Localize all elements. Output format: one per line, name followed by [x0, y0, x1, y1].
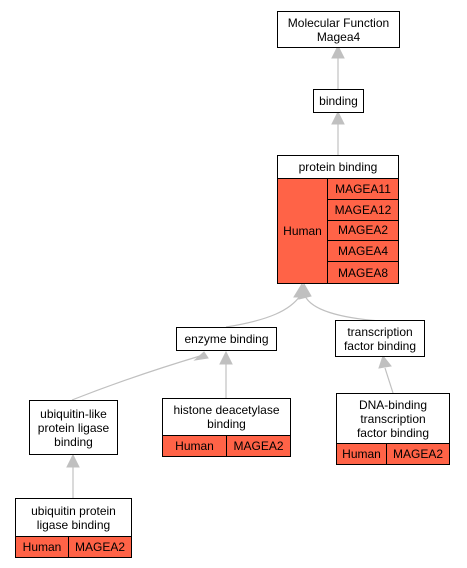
arrowhead-tf	[378, 354, 392, 369]
node-binding[interactable]: binding	[313, 89, 364, 113]
species-cell: Human	[16, 537, 69, 557]
node-dna-line3: factor binding	[356, 425, 430, 440]
gene-cell[interactable]: MAGEA2	[74, 539, 125, 554]
node-histone-deacetylase-binding[interactable]: histone deacetylase binding Human MAGEA2	[162, 398, 291, 457]
node-dna-line2: transcription	[360, 411, 426, 426]
arrowhead-enzyme-left	[193, 351, 209, 361]
node-hd-line1: histone deacetylase	[173, 403, 280, 417]
node-upl-line1: ubiquitin protein	[31, 503, 116, 518]
arrowhead-binding	[331, 110, 345, 125]
node-enzyme-binding-label: enzyme binding	[184, 332, 269, 346]
node-ubl-line2: protein ligase	[37, 420, 110, 435]
ubiquitin-ligase-gene-table: Human MAGEA2	[16, 536, 131, 557]
arrowhead-ubiquitin-like	[66, 453, 80, 468]
protein-binding-gene-table: Human MAGEA11 MAGEA12 MAGEA2 MAGEA4 MAGE…	[278, 178, 398, 283]
gene-cell[interactable]: MAGEA4	[328, 241, 398, 263]
species-cell: Human	[163, 436, 227, 456]
node-dna-binding-tf-binding[interactable]: DNA-binding transcription factor binding…	[336, 393, 450, 465]
node-transcription-factor-binding[interactable]: transcription factor binding	[335, 320, 425, 357]
node-enzyme-binding[interactable]: enzyme binding	[176, 327, 277, 351]
node-ubl-line3: binding	[54, 434, 93, 449]
species-cell: Human	[278, 179, 328, 283]
node-root-line1: Molecular Function	[287, 15, 390, 30]
node-protein-binding-label: protein binding	[298, 160, 378, 174]
node-tf-line1: transcription	[347, 324, 413, 339]
gene-cell[interactable]: MAGEA11	[328, 179, 398, 200]
node-protein-binding[interactable]: protein binding Human MAGEA11 MAGEA12 MA…	[277, 155, 399, 284]
edge-dna-tf-to-tf	[384, 367, 394, 394]
node-ubiquitin-protein-ligase-binding[interactable]: ubiquitin protein ligase binding Human M…	[15, 498, 132, 558]
node-hd-line2: binding	[207, 417, 246, 431]
gene-cell[interactable]: MAGEA2	[233, 438, 284, 453]
node-ubiquitin-like-protein-ligase-binding[interactable]: ubiquitin-like protein ligase binding	[29, 400, 118, 455]
species-cell: Human	[337, 444, 387, 464]
edge-enzyme-to-protein-binding	[225, 295, 301, 328]
node-binding-label: binding	[319, 94, 358, 108]
node-upl-line2: ligase binding	[36, 517, 111, 532]
histone-gene-table: Human MAGEA2	[163, 435, 290, 456]
edge-ubiquitin-like-to-enzyme	[71, 355, 201, 401]
node-root-line2: Magea4	[316, 29, 361, 44]
node-root[interactable]: Molecular Function Magea4	[277, 11, 400, 48]
node-tf-line2: factor binding	[343, 338, 417, 353]
arrowhead-enzyme-bottom	[219, 350, 233, 365]
dna-tf-gene-table: Human MAGEA2	[337, 443, 449, 464]
gene-cell[interactable]: MAGEA2	[328, 221, 398, 242]
arrowhead-root	[331, 44, 345, 59]
gene-cell[interactable]: MAGEA12	[328, 200, 398, 221]
arrowhead-protein-binding-right	[298, 282, 312, 300]
node-dna-line1: DNA-binding	[358, 397, 428, 412]
gene-cell[interactable]: MAGEA2	[392, 446, 443, 461]
node-ubl-line1: ubiquitin-like	[40, 406, 107, 421]
gene-cell[interactable]: MAGEA8	[337, 265, 388, 280]
edge-tf-to-protein-binding	[304, 295, 381, 322]
